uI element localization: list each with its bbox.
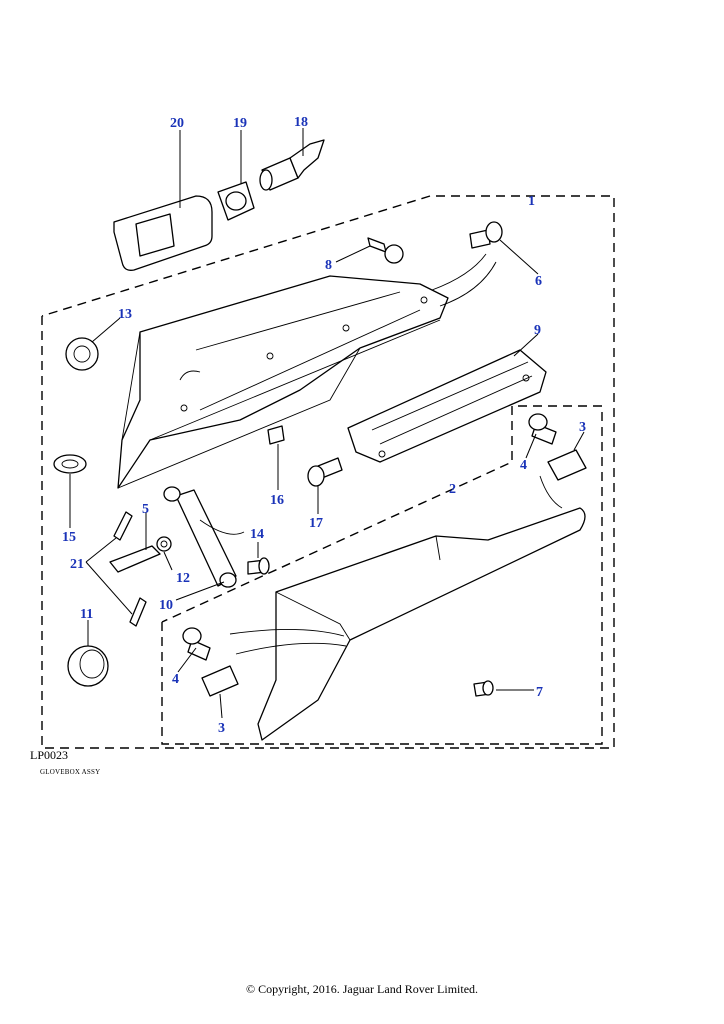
- part-16-clip: [267, 425, 285, 445]
- part-8-screw: [367, 237, 404, 264]
- part-9-latch-mechanism: [347, 349, 547, 463]
- callout-11: 11: [80, 607, 93, 622]
- leader-lines: [69, 128, 585, 719]
- assembly-boundary-1: [41, 195, 615, 749]
- callout-16: 16: [270, 493, 284, 508]
- part-20-lid-trim: [113, 195, 213, 271]
- callout-4-lower: 4: [172, 672, 179, 687]
- callout-7: 7: [536, 685, 543, 700]
- callout-8: 8: [325, 258, 332, 273]
- callout-12: 12: [176, 571, 190, 586]
- callout-13: 13: [118, 307, 132, 322]
- callout-5: 5: [142, 502, 149, 517]
- callout-3-lower: 3: [218, 721, 225, 736]
- part-6-bolt: [469, 221, 503, 249]
- callout-17: 17: [309, 516, 323, 531]
- diagram-caption: GLOVEBOX ASSY: [40, 768, 101, 776]
- callout-21: 21: [70, 557, 84, 572]
- part-13-star-washer: [65, 337, 99, 371]
- callout-3-upper: 3: [579, 420, 586, 435]
- callout-10: 10: [159, 598, 173, 613]
- callout-2: 2: [449, 482, 456, 497]
- glovebox-housing: [117, 253, 497, 489]
- part-15-grommet: [53, 454, 87, 474]
- part-7-screw: [473, 680, 494, 697]
- callout-14: 14: [250, 527, 264, 542]
- callout-6: 6: [535, 274, 542, 289]
- callout-19: 19: [233, 116, 247, 131]
- callout-1: 1: [528, 194, 535, 209]
- part-11-grommet: [67, 645, 109, 687]
- part-18-lock-barrel: [259, 139, 325, 191]
- part-3-block-upper: [547, 449, 587, 481]
- part-10-damper-strut: [163, 486, 245, 588]
- diagram-reference-code: LP0023: [30, 748, 69, 762]
- part-3-block-lower: [201, 665, 239, 697]
- part-4-bolt-upper: [528, 413, 557, 445]
- part-12-washer: [156, 536, 172, 552]
- callout-18: 18: [294, 115, 308, 130]
- part-19-lock-bezel: [217, 181, 255, 221]
- part-21-split-pins: [113, 511, 147, 627]
- callout-4-upper: 4: [520, 458, 527, 473]
- callout-9: 9: [534, 323, 541, 338]
- callout-20: 20: [170, 116, 184, 131]
- assembly-boundary-2: [161, 405, 603, 745]
- callout-15: 15: [62, 530, 76, 545]
- part-17-bolt: [307, 457, 343, 487]
- glovebox-lid: [229, 475, 586, 741]
- part-14-bolt: [247, 557, 270, 575]
- part-4-bolt-lower: [182, 627, 211, 661]
- copyright-notice: © Copyright, 2016. Jaguar Land Rover Lim…: [245, 982, 479, 996]
- part-5-bracket: [109, 545, 161, 573]
